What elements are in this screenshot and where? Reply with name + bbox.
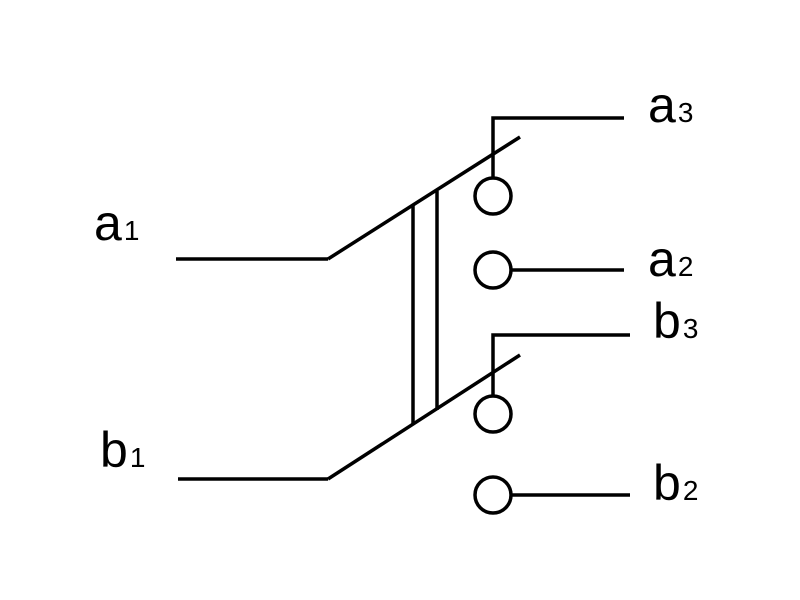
label-a2-letter: a [648,231,676,287]
label-b3-index: 3 [682,313,699,344]
contact-a2 [473,250,513,290]
contact-b2 [473,475,513,515]
label-a3-index: 3 [677,97,694,128]
switch-blade-a [327,135,521,261]
label-b1-letter: b [100,422,128,478]
label-a1-letter: a [94,195,122,251]
label-a3: a3 [648,80,693,130]
wire-a3 [491,116,624,178]
switch-blade-b [327,353,521,481]
label-a2-index: 2 [677,251,694,282]
label-b1: b1 [100,425,145,475]
label-a3-letter: a [648,77,676,133]
label-b2: b2 [653,458,698,508]
wire-b3 [491,333,630,396]
label-a2: a2 [648,234,693,284]
label-b1-index: 1 [129,442,146,473]
label-b2-letter: b [653,455,681,511]
contact-a3 [473,176,513,216]
label-a1-index: 1 [123,215,140,246]
label-b2-index: 2 [682,475,699,506]
label-b3-letter: b [653,293,681,349]
contact-b3 [473,394,513,434]
label-a1: a1 [94,198,139,248]
label-b3: b3 [653,296,698,346]
